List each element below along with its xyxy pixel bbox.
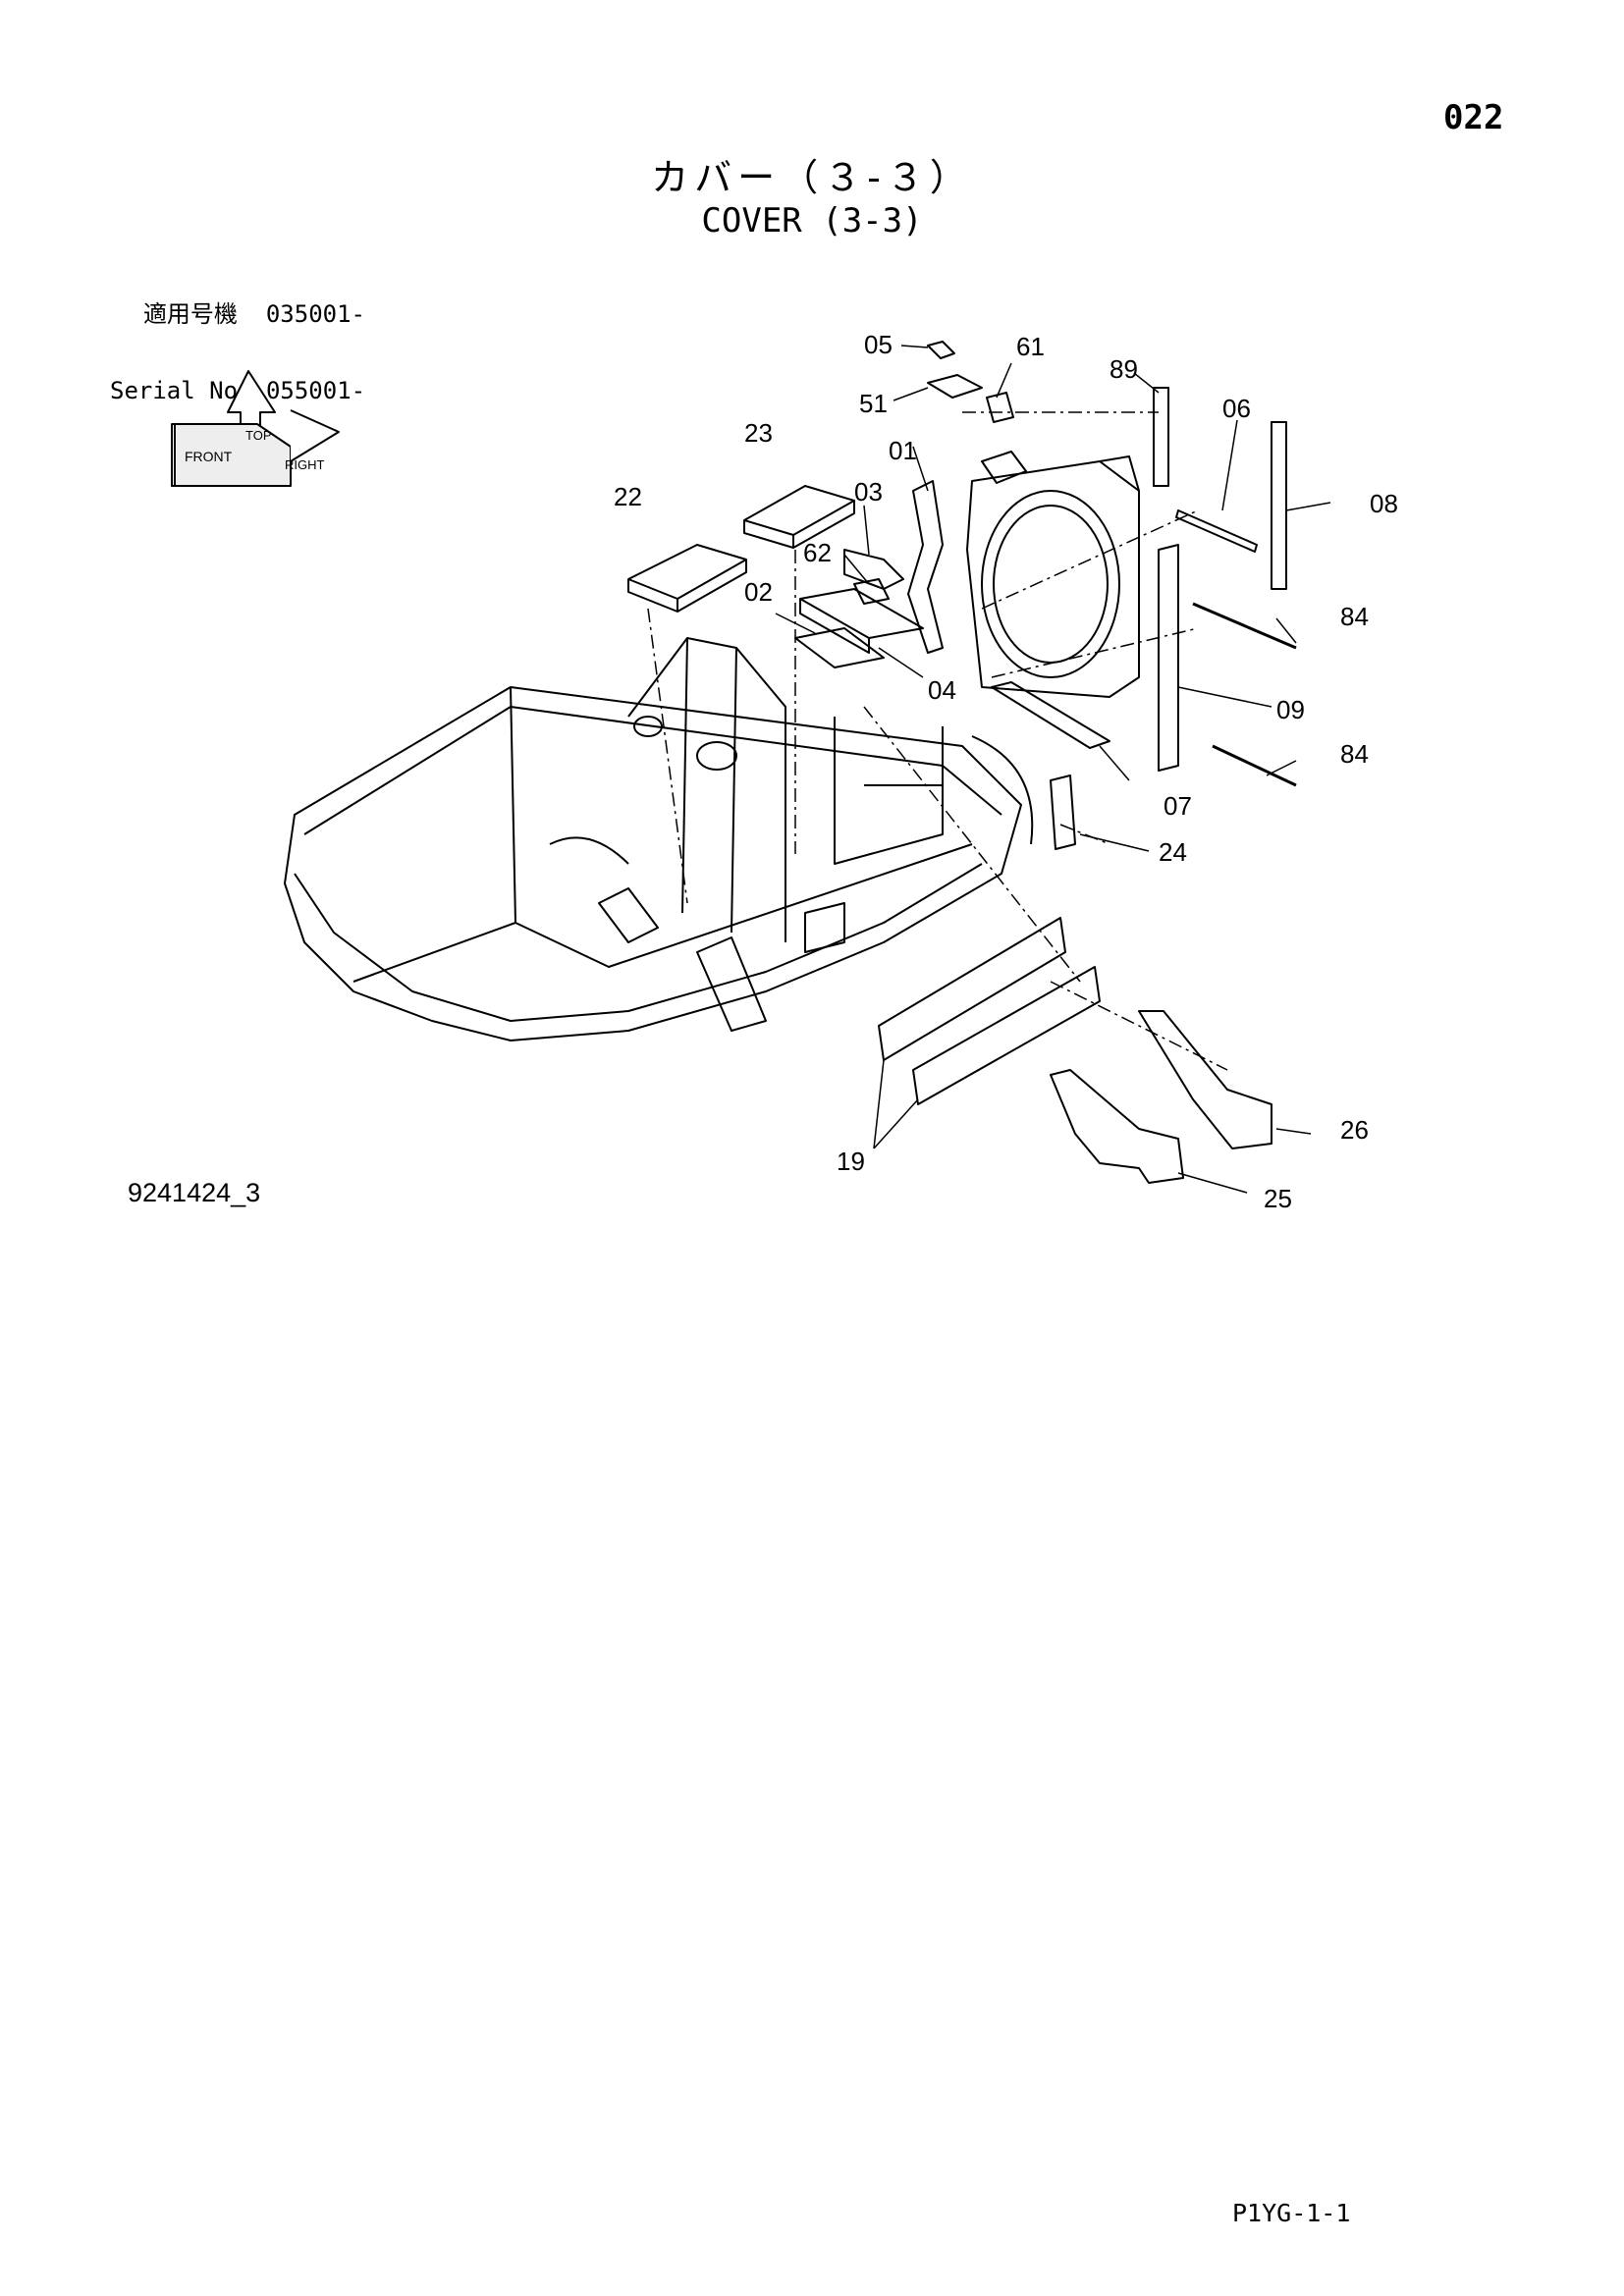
part-51-plate	[927, 374, 983, 399]
callout-61: 61	[1016, 332, 1045, 361]
part-08-strip	[1271, 421, 1287, 590]
footer-code: P1YG-1-1	[1232, 2199, 1351, 2227]
part-05-clip	[927, 341, 955, 359]
callout-08: 08	[1370, 489, 1398, 518]
serial-jp-line: 適用号機 035001-	[110, 301, 365, 327]
callout-19: 19	[837, 1147, 865, 1176]
orientation-icon: FRONT TOP RIGHT	[171, 370, 340, 487]
part-61-cover	[986, 392, 1014, 423]
callout-07: 07	[1164, 791, 1192, 821]
orientation-right-label: RIGHT	[285, 457, 325, 472]
serial-jp-label: 適用号機	[142, 300, 238, 328]
serial-block: 適用号機 035001- Serial No. 055001-	[110, 250, 365, 429]
title-japanese: カバー（３-３）	[651, 156, 973, 199]
part-89-strip	[1153, 387, 1169, 487]
leader-lines	[775, 345, 1331, 1194]
orientation-front-label: FRONT	[185, 449, 233, 464]
callout-24: 24	[1159, 837, 1187, 867]
alignment-lines	[647, 411, 1228, 1071]
part-25-bracket	[1050, 1069, 1184, 1184]
page-number: 022	[1443, 98, 1504, 137]
radiator-assembly	[966, 451, 1140, 698]
title-english: COVER (3-3)	[701, 201, 923, 240]
drawing-id: 9241424_3	[128, 1178, 261, 1207]
callout-84-lower: 84	[1340, 739, 1369, 769]
part-07-plate	[991, 681, 1110, 749]
callout-05: 05	[864, 330, 893, 359]
part-09-strip	[1158, 544, 1179, 772]
part-24-block	[1050, 774, 1076, 850]
callout-89: 89	[1110, 354, 1138, 384]
callout-09: 09	[1276, 695, 1305, 724]
serial-en-value: 055001-	[265, 377, 366, 404]
callout-02: 02	[744, 577, 773, 607]
callout-22: 22	[614, 482, 642, 511]
part-04-bracket	[794, 627, 885, 668]
part-62-bracket	[853, 578, 890, 605]
part-06-rod	[1175, 509, 1258, 553]
callout-84-upper: 84	[1340, 602, 1369, 631]
callout-06: 06	[1222, 394, 1251, 423]
part-22-plate	[627, 544, 747, 613]
part-23-plate	[743, 485, 855, 549]
part-19-weight-upper	[878, 917, 1066, 1061]
callout-25: 25	[1264, 1184, 1292, 1213]
part-84-rod-lower	[1212, 744, 1297, 787]
upper-frame	[284, 637, 1034, 1041]
orientation-top-label: TOP	[245, 428, 272, 443]
callout-26: 26	[1340, 1115, 1369, 1145]
part-01-panel	[907, 480, 944, 654]
callout-62: 62	[803, 538, 832, 567]
part-19-weight-lower	[912, 966, 1101, 1105]
callout-03: 03	[854, 477, 883, 507]
callout-01: 01	[889, 436, 917, 465]
serial-jp-value: 035001-	[265, 300, 365, 328]
part-02-bar	[799, 588, 924, 654]
callout-51: 51	[859, 389, 888, 418]
part-26-bracket	[1138, 1010, 1272, 1149]
callout-23: 23	[744, 418, 773, 448]
part-84-rod-upper	[1192, 602, 1297, 650]
part-03-bracket	[843, 549, 904, 590]
callout-04: 04	[928, 675, 956, 705]
